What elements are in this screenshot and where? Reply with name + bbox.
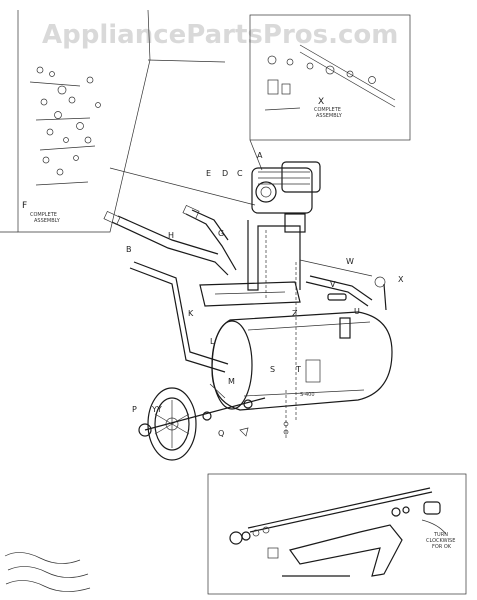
top-right-inset-letter: X [318,97,324,107]
part-label-w: W [346,257,354,266]
part-label-k: K [188,309,194,318]
tank: S-400 [211,311,393,411]
handle-assembly [103,204,237,276]
top-right-inset-caption-1: COMPLETE [314,107,341,113]
part-label-h: H [168,231,174,240]
engine-assembly [251,161,321,233]
part-label-a: A [257,151,263,160]
part-label-g: G [218,229,224,238]
part-label-d: D [222,169,228,178]
gun-note-1: TURN [433,532,448,538]
part-label-p: P [132,405,137,414]
part-label-t: T [295,365,301,374]
left-inset-caption-2: ASSEMBLY [34,218,61,224]
top-right-inset-caption-2: ASSEMBLY [316,113,343,119]
part-label-l: L [210,337,215,346]
part-label-b: B [126,245,132,254]
part-callouts: A B C D E G H K L M P Q S T U V W X YY Z [126,151,404,438]
svg-text:S-400: S-400 [300,392,315,398]
left-inset-letter: F [22,201,27,211]
wheel-assembly [138,383,266,461]
part-label-z: Z [292,309,298,318]
part-label-v: V [330,280,336,289]
small-hardware [283,259,387,440]
top-right-inset-panel: X COMPLETE ASSEMBLY [249,14,411,141]
part-label-s: S [270,365,275,374]
watermark: AppliancePartsPros.com [42,20,398,50]
left-inset-caption-1: COMPLETE [30,212,57,218]
part-label-x: X [398,275,404,284]
gun-note-2: CLOCKWISE [426,538,455,544]
gun-note-3: FOR OK [432,544,452,550]
part-label-m: M [228,377,235,386]
part-label-yy: YY [151,405,162,414]
part-label-u: U [354,307,360,316]
part-label-e: E [206,169,211,178]
platform-plate [199,281,301,307]
frame-tubing [129,261,373,373]
part-label-c: C [237,169,243,178]
part-label-q: Q [218,429,224,438]
engine-mount [247,220,301,300]
corner-notes [4,552,91,592]
left-inset-panel: F COMPLETE ASSEMBLY [17,9,226,233]
bottom-inset-panel: TURN CLOCKWISE FOR OK [207,473,467,595]
